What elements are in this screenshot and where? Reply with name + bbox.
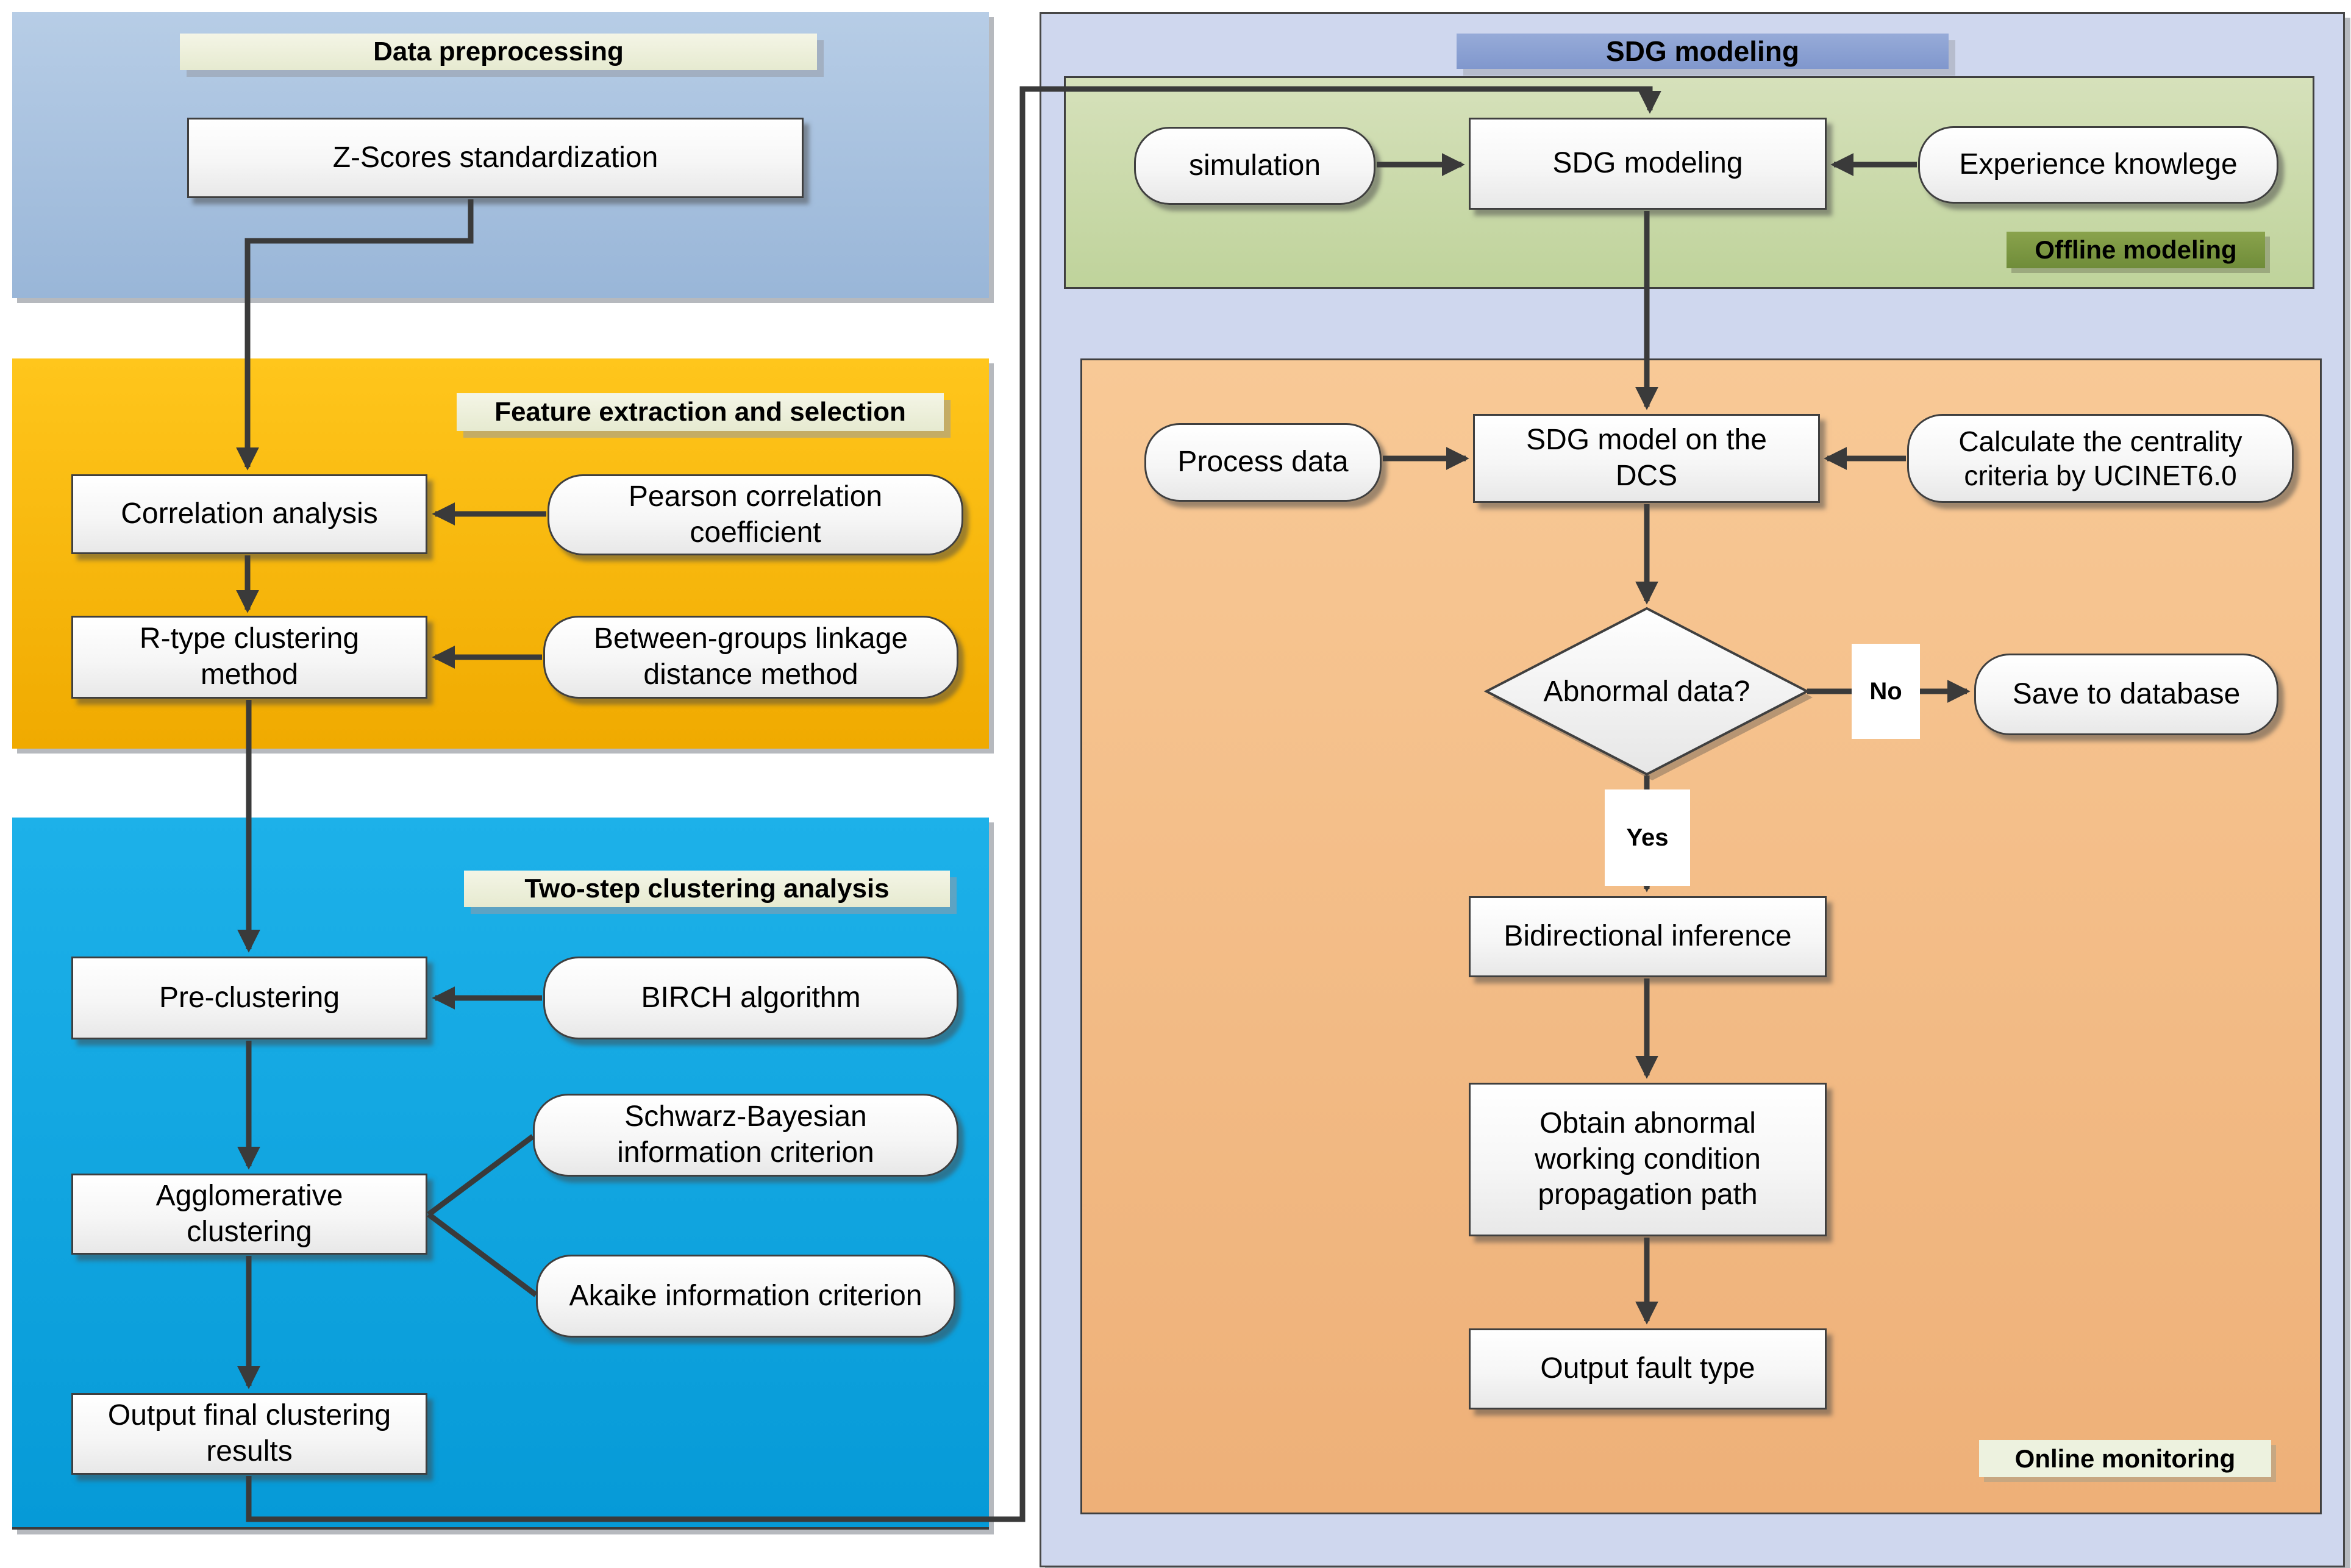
node-pearson-label: Pearson correlation coefficient [628,480,883,549]
node-pre-clustering-label: Pre-clustering [159,981,340,1014]
node-simulation: simulation [1134,127,1375,205]
node-calculate-centrality-label: Calculate the centrality criteria by UCI… [1958,425,2242,491]
node-akaike: Akaike information criterion [536,1255,955,1338]
title-two-step-clustering-label: Two-step clustering analysis [524,874,890,903]
node-schwarz: Schwarz-Bayesian information criterion [533,1094,958,1177]
node-correlation-analysis-label: Correlation analysis [121,497,378,530]
node-birch: BIRCH algorithm [543,957,958,1039]
title-sdg-modeling: SDG modeling [1457,34,1949,69]
node-abnormal-data: Abnormal data? [1486,608,1807,774]
title-data-preprocessing-label: Data preprocessing [373,37,624,66]
node-sdg-modeling: SDG modeling [1469,118,1827,210]
node-between-groups-label: Between-groups linkage distance method [594,622,908,691]
label-online-monitoring-text: Online monitoring [2014,1444,2236,1473]
node-save-database: Save to database [1974,654,2278,735]
branch-label-no: No [1852,644,1920,739]
node-fault-type-label: Output fault type [1540,1352,1755,1385]
node-bidirectional-label: Bidirectional inference [1504,920,1792,953]
title-sdg-modeling-label: SDG modeling [1606,35,1799,67]
node-agglomerative-label: Agglomerative clustering [155,1179,343,1248]
node-pearson: Pearson correlation coefficient [548,474,963,555]
node-save-database-label: Save to database [2012,677,2241,710]
label-online-monitoring: Online monitoring [1979,1440,2271,1477]
node-akaike-label: Akaike information criterion [569,1279,922,1312]
node-correlation-analysis: Correlation analysis [71,474,427,554]
node-rtype: R-type clustering method [71,616,427,699]
node-process-data-label: Process data [1177,446,1349,479]
node-sdg-dcs: SDG model on the DCS [1473,414,1820,503]
node-calculate-centrality: Calculate the centrality criteria by UCI… [1907,414,2294,503]
node-zscores: Z-Scores standardization [187,118,804,198]
node-bidirectional: Bidirectional inference [1469,896,1827,977]
node-pre-clustering: Pre-clustering [71,957,427,1039]
node-sdg-dcs-label: SDG model on the DCS [1526,424,1767,492]
node-experience: Experience knowlege [1918,126,2278,204]
node-fault-type: Output fault type [1469,1328,1827,1409]
title-feature-extraction-label: Feature extraction and selection [494,397,906,427]
node-sdg-modeling-label: SDG modeling [1552,147,1743,180]
branch-label-yes-text: Yes [1626,824,1669,851]
branch-label-yes: Yes [1605,789,1690,886]
label-offline-modeling: Offline modeling [2007,232,2265,268]
node-schwarz-label: Schwarz-Bayesian information criterion [617,1100,874,1169]
node-abnormal-data-label: Abnormal data? [1543,675,1750,708]
branch-label-no-text: No [1869,677,1902,705]
node-agglomerative: Agglomerative clustering [71,1174,427,1255]
node-obtain-path: Obtain abnormal working condition propag… [1469,1083,1827,1236]
title-data-preprocessing: Data preprocessing [180,34,817,70]
node-output-final-label: Output final clustering results [107,1399,391,1467]
node-between-groups: Between-groups linkage distance method [543,616,958,699]
node-output-final: Output final clustering results [71,1393,427,1475]
node-experience-label: Experience knowlege [1959,148,2238,181]
node-birch-label: BIRCH algorithm [641,981,861,1014]
label-offline-modeling-text: Offline modeling [2035,235,2237,264]
node-zscores-label: Z-Scores standardization [332,141,658,174]
node-obtain-path-label: Obtain abnormal working condition propag… [1535,1107,1761,1211]
title-two-step-clustering: Two-step clustering analysis [464,871,950,907]
node-simulation-label: simulation [1188,149,1321,182]
node-rtype-label: R-type clustering method [139,622,360,691]
node-process-data: Process data [1144,423,1382,502]
title-feature-extraction: Feature extraction and selection [457,393,944,431]
